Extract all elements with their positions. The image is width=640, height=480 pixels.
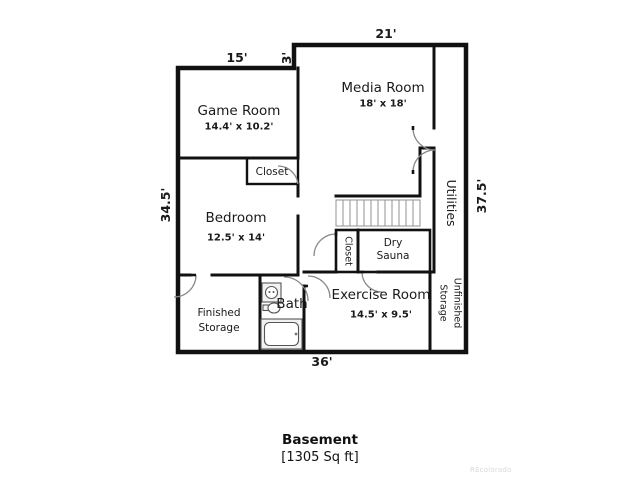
room-label-bedroom-closet: Closet [255, 165, 289, 178]
room-size-media-room: 18' x 18' [359, 98, 407, 110]
dimension-top-right-width: 21' [375, 25, 397, 41]
staircase [335, 199, 421, 227]
room-label-exercise-room: Exercise Room [331, 287, 431, 304]
bath-tub [260, 318, 303, 350]
room-label-utilities: Utilities [444, 179, 460, 227]
dimension-bottom-width: 36' [311, 353, 333, 369]
room-label-finished-storage-line2: Storage [198, 321, 240, 334]
room-label-bedroom: Bedroom [205, 210, 267, 227]
watermark-recolorado: REcolorado [470, 466, 512, 474]
dimension-top-left-width: 15' [226, 49, 248, 65]
bath-sink [261, 282, 282, 303]
bath-toilet [262, 302, 281, 314]
door-jambs [190, 126, 415, 288]
exterior-walls [175, 42, 469, 355]
room-label-unfinished-storage-line1: Unfinished [451, 277, 463, 329]
dimension-left-height: 34.5' [157, 187, 173, 223]
room-label-bath: Bath [276, 296, 308, 313]
room-label-unfinished-storage-line2: Storage [437, 284, 449, 322]
room-label-dry-sauna-line2: Sauna [376, 249, 410, 262]
room-size-exercise-room: 14.5' x 9.5' [350, 309, 412, 321]
room-label-finished-storage-line1: Finished [197, 306, 241, 319]
bath-fixtures [260, 282, 303, 350]
room-label-game-room: Game Room [197, 103, 281, 120]
dimension-top-step: 3' [278, 51, 294, 65]
plan-caption-area: [1305 Sq ft] [281, 450, 359, 465]
room-size-bedroom: 12.5' x 14' [206, 232, 266, 244]
door-swings [173, 127, 436, 302]
room-label-media-room: Media Room [341, 80, 425, 97]
room-label-dry-sauna-line1: Dry [383, 236, 403, 249]
plan-caption-title: Basement [282, 432, 358, 448]
room-label-sauna-closet: Closet [342, 236, 354, 266]
dimension-right-height: 37.5' [473, 178, 489, 214]
room-size-game-room: 14.4' x 10.2' [204, 121, 274, 133]
